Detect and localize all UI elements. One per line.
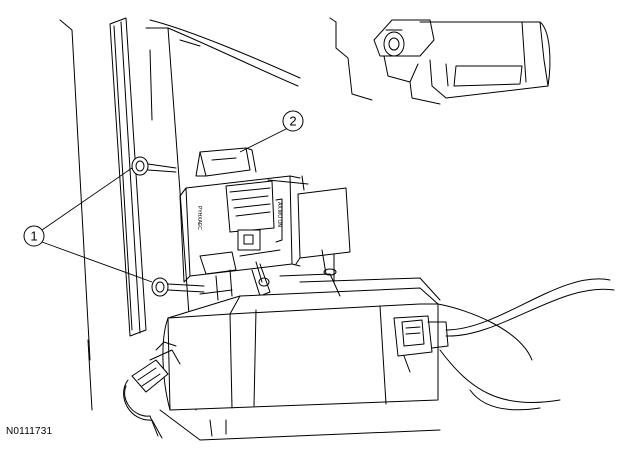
screw-lower <box>151 277 205 297</box>
module-connector-text: AX MO ON <box>276 202 282 227</box>
callout-1-leader-upper <box>41 167 133 231</box>
callout-2: 2 <box>239 110 304 153</box>
callout-1-circle <box>23 225 45 247</box>
callout-1-leader-lower <box>41 241 153 283</box>
callout-1-label: 1 <box>30 229 37 244</box>
module-plate <box>295 187 351 265</box>
module-side-text: PYHXAEC <box>196 206 202 230</box>
right-connector <box>393 278 615 411</box>
figure-id: N0111731 <box>6 426 53 437</box>
callout-2-label: 2 <box>289 114 296 129</box>
screw-upper <box>131 156 177 176</box>
mounting-bracket <box>195 147 257 177</box>
mounting-stud <box>267 175 337 283</box>
callout-1: 1 <box>23 167 153 283</box>
callout-2-circle <box>282 110 304 132</box>
bulb-socket-assembly <box>329 17 551 105</box>
pillar-trim-panel <box>59 17 301 411</box>
electronic-module <box>179 175 301 301</box>
left-connector <box>123 341 181 439</box>
lower-housing <box>159 273 533 441</box>
callout-2-leader <box>239 127 289 153</box>
